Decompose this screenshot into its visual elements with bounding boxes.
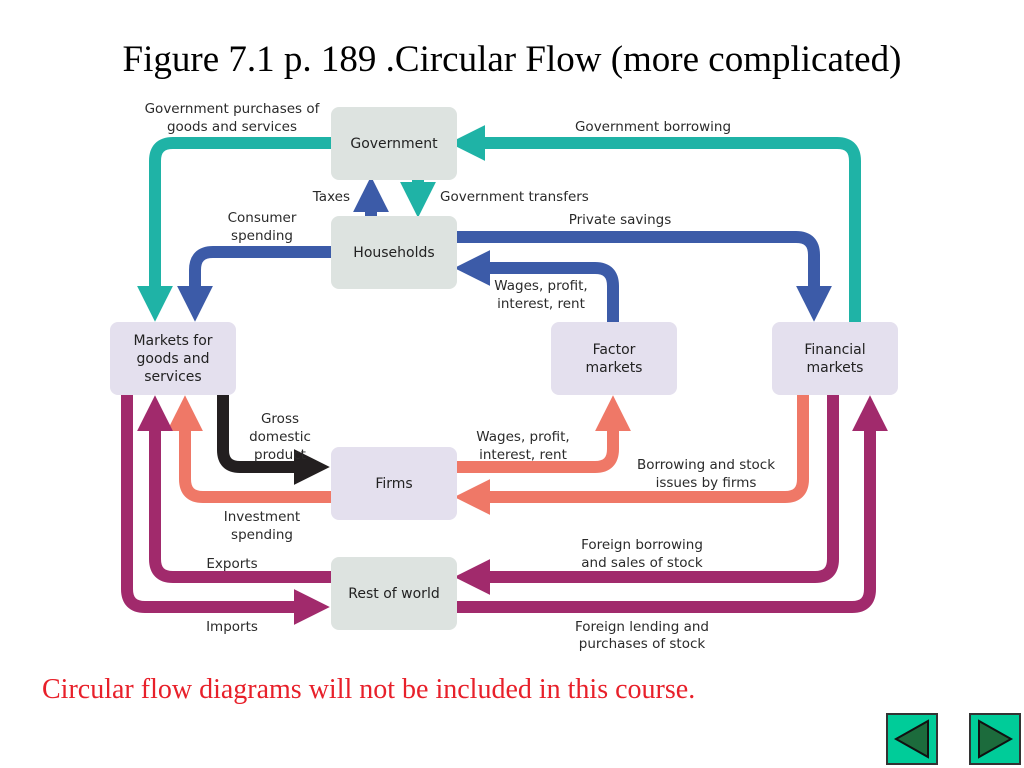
svg-text:Financial: Financial: [804, 342, 865, 358]
flow-consumer-spending: [177, 246, 333, 322]
flow-private-savings: [456, 231, 832, 322]
label-wages-households-2: interest, rent: [497, 296, 585, 312]
svg-text:Markets for: Markets for: [133, 333, 212, 349]
svg-text:services: services: [144, 369, 201, 385]
label-imports: Imports: [206, 619, 258, 635]
box-financial-markets: Financial markets: [772, 322, 898, 395]
label-exports: Exports: [206, 556, 257, 572]
arrow-right-icon: [978, 719, 1014, 759]
svg-text:markets: markets: [807, 360, 864, 376]
label-foreign-lending: Foreign lending and: [575, 619, 709, 635]
label-wages-firms: Wages, profit,: [476, 429, 569, 445]
svg-text:Factor: Factor: [593, 342, 636, 358]
previous-slide-button[interactable]: [886, 713, 938, 765]
svg-text:Government: Government: [350, 136, 438, 152]
label-foreign-borrowing-2: and sales of stock: [581, 555, 703, 571]
flow-exports: [137, 395, 333, 583]
next-slide-button[interactable]: [969, 713, 1021, 765]
label-government-purchases-2: goods and services: [167, 119, 297, 135]
box-markets-goods-services: Markets for goods and services: [110, 322, 236, 395]
flow-wages-to-households: [454, 250, 619, 322]
label-consumer-spending: Consumer: [228, 210, 297, 226]
label-investment-spending: Investment: [224, 509, 300, 525]
label-wages-firms-2: interest, rent: [479, 447, 567, 463]
label-foreign-borrowing: Foreign borrowing: [581, 537, 703, 553]
label-gdp-2: domestic: [249, 429, 311, 445]
label-government-purchases: Government purchases of: [145, 101, 321, 117]
flow-borrowing-stock-issues: [454, 395, 809, 515]
label-government-borrowing: Government borrowing: [575, 119, 731, 135]
flow-foreign-lending: [456, 395, 888, 613]
svg-text:Firms: Firms: [375, 476, 412, 492]
slide-title: Figure 7.1 p. 189 .Circular Flow (more c…: [122, 39, 902, 80]
flow-gdp: [217, 395, 330, 485]
course-note: Circular flow diagrams will not be inclu…: [42, 674, 696, 705]
box-firms: Firms: [331, 447, 457, 520]
flow-wages-from-firms: [456, 395, 631, 473]
flow-foreign-borrowing: [454, 395, 839, 595]
label-gdp: Gross: [261, 411, 299, 427]
flow-investment-spending: [167, 395, 333, 503]
label-government-transfers: Government transfers: [440, 189, 589, 205]
box-rest-of-world: Rest of world: [331, 557, 457, 630]
svg-text:Rest of world: Rest of world: [348, 586, 439, 602]
box-households: Households: [331, 216, 457, 289]
label-private-savings: Private savings: [569, 212, 672, 228]
arrow-left-icon: [893, 719, 929, 759]
label-consumer-spending-2: spending: [231, 228, 293, 244]
flow-imports: [121, 395, 330, 625]
flow-government-purchases: [137, 137, 333, 322]
svg-text:goods and: goods and: [137, 351, 210, 367]
label-gdp-3: product: [254, 447, 306, 463]
flow-government-borrowing: [449, 125, 861, 322]
label-foreign-lending-2: purchases of stock: [579, 636, 706, 652]
svg-text:Households: Households: [353, 245, 434, 261]
label-investment-spending-2: spending: [231, 527, 293, 543]
label-taxes: Taxes: [312, 189, 350, 205]
box-factor-markets: Factor markets: [551, 322, 677, 395]
svg-text:markets: markets: [586, 360, 643, 376]
label-wages-households: Wages, profit,: [494, 278, 587, 294]
label-borrowing-stock: Borrowing and stock: [637, 457, 775, 473]
box-government: Government: [331, 107, 457, 180]
label-borrowing-stock-2: issues by firms: [656, 475, 757, 491]
